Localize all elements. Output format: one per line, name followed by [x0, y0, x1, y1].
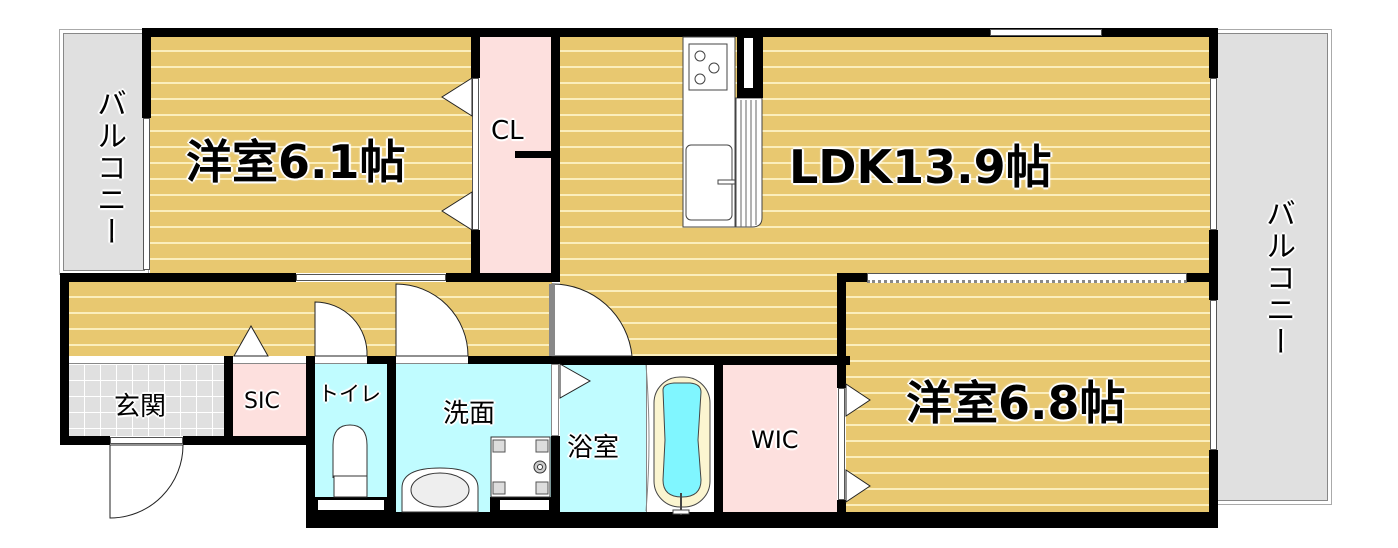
walk-in-closet-label: WIC: [751, 426, 799, 454]
balcony-left-label: バルコニー: [91, 88, 126, 248]
sliding-door: [296, 274, 446, 281]
wall: [224, 356, 233, 445]
wall: [306, 356, 315, 528]
wall: [551, 28, 560, 282]
wash-basin-icon: [401, 467, 479, 513]
toilet-icon: [332, 424, 368, 498]
western-room-1: [150, 36, 472, 273]
window: [1210, 78, 1217, 230]
toilet-label: トイレ: [318, 382, 381, 406]
bathtub-icon: [653, 376, 711, 515]
entrance-label: 玄関: [114, 392, 167, 422]
western-room-1-label: 洋室6.1帖: [186, 135, 406, 189]
wall: [60, 436, 110, 445]
wall: [471, 230, 480, 282]
wall: [837, 273, 867, 282]
washing-machine-pan-icon: [490, 436, 551, 498]
entrance-door-frame: [110, 437, 183, 444]
wall: [183, 436, 315, 445]
kitchen-counter-icon: [682, 36, 763, 228]
wall: [60, 273, 69, 445]
western-room-2: [846, 282, 1210, 512]
wall-top: [142, 28, 1218, 37]
western-room-2-label: 洋室6.8帖: [906, 376, 1126, 430]
wall: [1209, 450, 1218, 520]
wall: [1209, 28, 1218, 78]
closet-rod: [515, 151, 552, 158]
ldk-label: LDK13.9帖: [789, 140, 1052, 194]
closet-label: CL: [491, 116, 524, 146]
wall: [837, 273, 846, 388]
shoe-closet: [233, 364, 306, 436]
washroom-door-frame: [396, 356, 468, 364]
balcony-right: [1213, 30, 1331, 504]
wall: [468, 356, 560, 364]
sic-door-frame: [233, 356, 306, 364]
balcony-right-label: バルコニー: [1260, 198, 1295, 358]
bath-door-frame: [551, 364, 559, 436]
bathroom-label: 浴室: [567, 433, 620, 463]
wall: [60, 273, 296, 282]
wall: [142, 28, 151, 118]
wall: [367, 356, 396, 364]
window: [500, 500, 549, 510]
walk-in-closet: [723, 364, 837, 512]
washroom-label: 洗面: [443, 399, 496, 429]
wall: [1187, 273, 1217, 282]
balcony-left: [60, 30, 148, 274]
wall: [551, 436, 560, 528]
wall: [1209, 230, 1218, 300]
entrance: [68, 364, 224, 436]
entrance-step: [68, 356, 224, 364]
sliding-door: [867, 273, 1187, 283]
window: [318, 500, 384, 510]
wall: [471, 28, 480, 78]
window: [990, 29, 1102, 36]
closet-door-frame: [472, 78, 479, 230]
wall: [387, 356, 396, 528]
hallway: [68, 282, 552, 356]
toilet-door-frame: [315, 356, 367, 364]
wall: [446, 273, 560, 282]
wall: [560, 356, 850, 365]
wall: [714, 356, 723, 528]
wic-door-frame: [838, 388, 845, 500]
window: [1210, 300, 1217, 450]
window: [143, 118, 150, 270]
wall-bottom: [306, 512, 1218, 528]
shoe-closet-label: SIC: [244, 389, 280, 414]
